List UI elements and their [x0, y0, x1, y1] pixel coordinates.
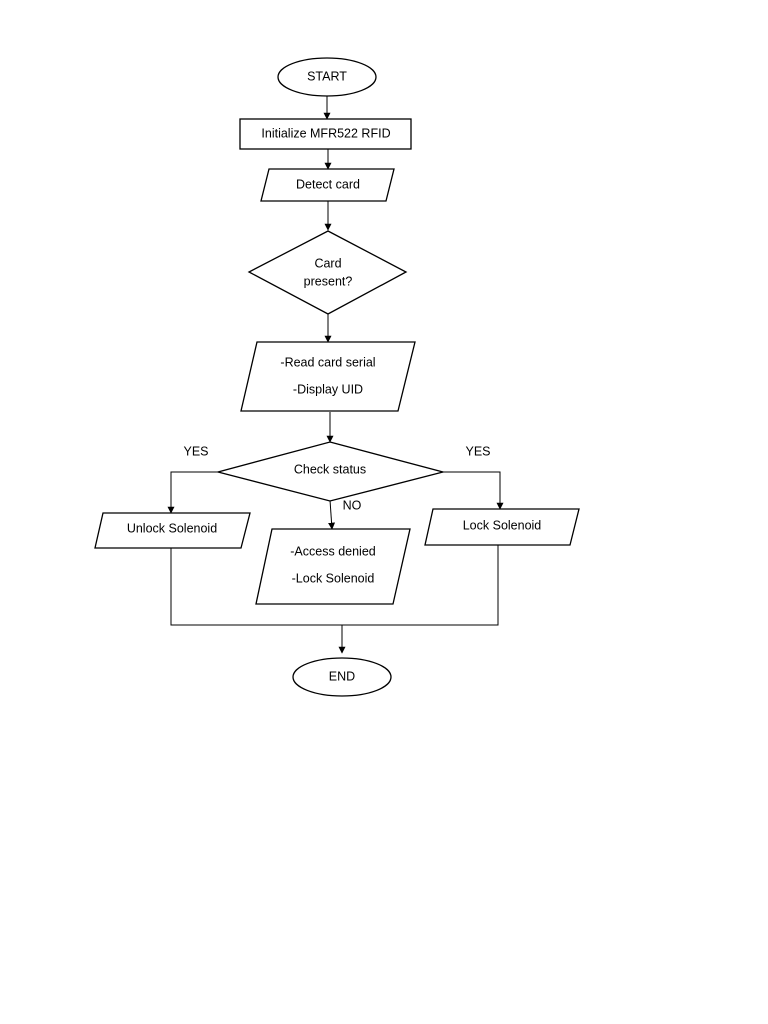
- unlock-solenoid-label: Unlock Solenoid: [127, 521, 217, 535]
- access-denied-label-line2: -Lock Solenoid: [292, 571, 375, 585]
- detect-card-label: Detect card: [296, 177, 360, 191]
- edge-check-lock: [443, 471, 504, 510]
- init-process-box: [239, 118, 412, 150]
- init-label: Initialize MFR522 RFID: [261, 126, 390, 140]
- read-card-label-line1: -Read card serial: [280, 355, 375, 369]
- read-card-io: [240, 341, 416, 412]
- no-label: NO: [343, 498, 362, 512]
- check-status-decision: [215, 441, 446, 502]
- yes-left-label: YES: [183, 444, 208, 458]
- start-label: START: [307, 69, 347, 83]
- read-card-label-line2: -Display UID: [293, 382, 363, 396]
- card-present-decision: [247, 230, 408, 315]
- detect-card-io: [260, 168, 395, 202]
- card-present-label-line2: present?: [304, 274, 353, 288]
- end-label: END: [329, 669, 355, 683]
- yes-right-label: YES: [465, 444, 490, 458]
- card-present-label-line1: Card: [314, 256, 341, 270]
- start-terminal: [277, 57, 377, 97]
- check-status-label: Check status: [294, 462, 366, 476]
- edge-check-denied: [328, 499, 336, 530]
- connectors: [167, 96, 504, 654]
- lock-solenoid-label: Lock Solenoid: [463, 518, 542, 532]
- edge-unlock-merge: [170, 545, 499, 626]
- access-denied-label-line1: -Access denied: [290, 544, 376, 558]
- unlock-solenoid-io: [94, 512, 251, 549]
- lock-solenoid-io: [424, 508, 580, 546]
- end-terminal: [292, 657, 392, 697]
- edge-check-unlock: [167, 471, 218, 514]
- access-denied-io: [255, 528, 411, 605]
